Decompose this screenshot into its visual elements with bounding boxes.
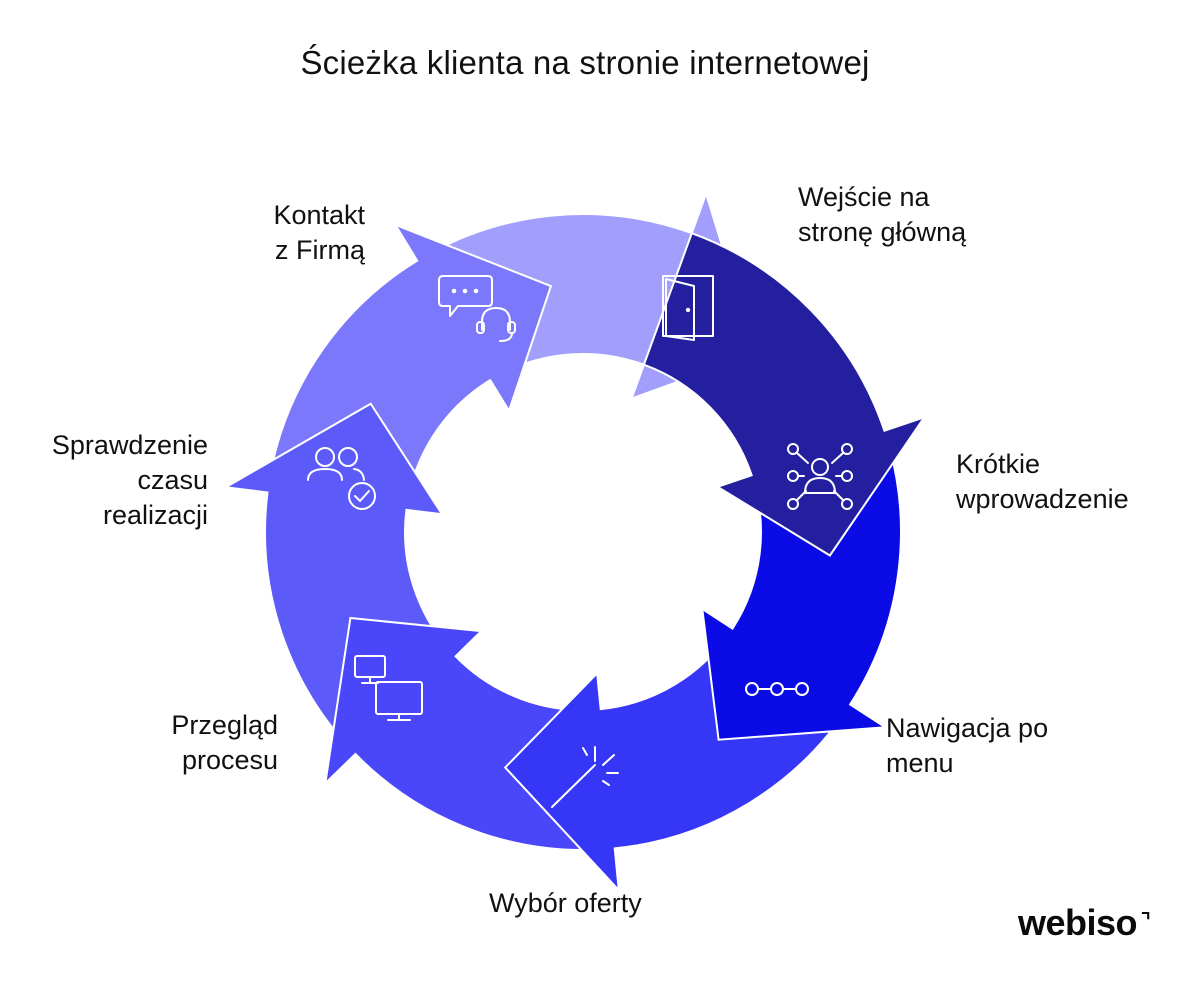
step-label-4: Wybór oferty xyxy=(489,888,642,918)
users-check-icon xyxy=(307,447,376,510)
network-person-icon xyxy=(787,443,853,510)
step-label-1: Wejście na stronę główną xyxy=(798,182,967,247)
door-icon xyxy=(662,275,714,341)
three-nodes-icon xyxy=(745,682,809,696)
step-label-6: Sprawdzenie czasu realizacji xyxy=(51,430,208,530)
step-label-7: Kontakt z Firmą xyxy=(273,200,365,265)
page-title: Ścieżka klienta na stronie internetowej xyxy=(300,44,870,81)
step-label-5: Przegląd procesu xyxy=(171,710,278,775)
monitors-icon xyxy=(354,655,423,721)
step-label-3: Nawigacja po menu xyxy=(886,713,1049,778)
magic-wand-icon xyxy=(551,746,619,808)
brand-mark-icon xyxy=(1141,912,1150,920)
chat-headset-icon xyxy=(438,275,516,342)
step-label-2: Krótkie wprowadzenie xyxy=(956,449,1129,514)
brand-logo: webiso xyxy=(1018,902,1138,943)
